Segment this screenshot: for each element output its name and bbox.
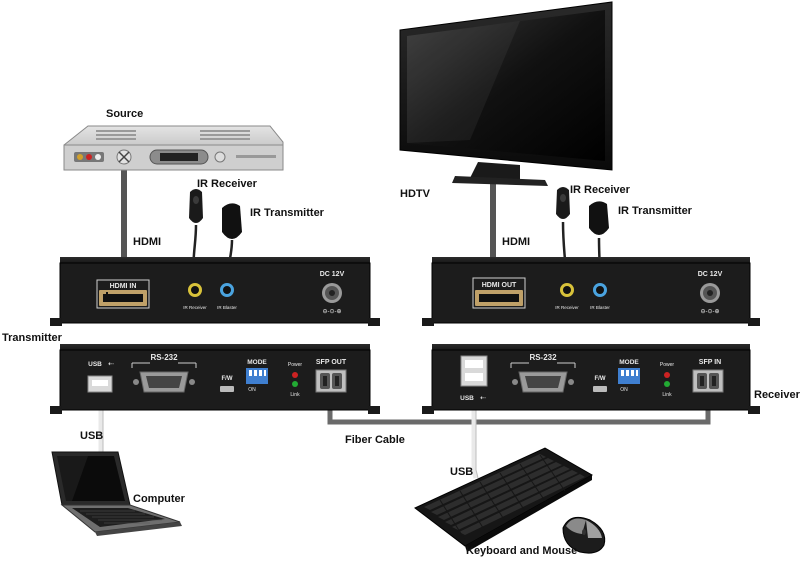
- transmitter-back-panel: USB ⇠ RS-232 F/W MODE ON Power Link SFP …: [50, 344, 380, 414]
- hdmi-label-left: HDMI: [133, 236, 162, 248]
- receiver-usb-ports[interactable]: [460, 355, 488, 387]
- transmitter-label: Transmitter: [2, 332, 62, 344]
- receiver-rs232-port[interactable]: [512, 371, 574, 393]
- transmitter-mode-label: MODE: [247, 359, 267, 366]
- hdmi-label-right: HDMI: [502, 236, 531, 248]
- receiver-fw-port[interactable]: [593, 386, 607, 392]
- transmitter-ir-blaster-label: IR Blaster: [217, 305, 237, 310]
- receiver-sfp-in-port[interactable]: [692, 369, 724, 393]
- ir-transmitter-device-right: [589, 201, 609, 235]
- receiver-dip-on-label: ON: [620, 387, 628, 393]
- transmitter-link-led: [292, 381, 298, 387]
- ir-receiver-label-left: IR Receiver: [197, 178, 257, 190]
- receiver-dc-label: DC 12V: [698, 271, 723, 278]
- transmitter-hdmi-in-port[interactable]: [96, 279, 150, 309]
- transmitter-usb-port[interactable]: [87, 375, 113, 393]
- receiver-hdmi-out-port[interactable]: [472, 277, 526, 309]
- source-label: Source: [106, 108, 144, 120]
- polarity-icon: ⊖-⊙-⊕: [700, 309, 719, 315]
- receiver-power-led: [664, 372, 670, 378]
- receiver-sfp-in-label: SFP IN: [699, 359, 721, 366]
- usb-label-left: USB: [80, 430, 104, 442]
- transmitter-rs232-port[interactable]: [133, 371, 195, 393]
- receiver-ir-blaster-jack[interactable]: [593, 283, 607, 297]
- receiver-ir-receiver-label: IR Receiver: [555, 305, 579, 310]
- computer-device: [51, 451, 182, 536]
- ir-receiver-label-right: IR Receiver: [570, 184, 630, 196]
- transmitter-power-label: Power: [288, 362, 303, 368]
- receiver-hdmi-out-label: HDMI OUT: [482, 282, 517, 289]
- fiber-cable-label: Fiber Cable: [345, 434, 405, 446]
- hdmi-cable-hdtv: [490, 180, 496, 262]
- ir-transmitter-label-right: IR Transmitter: [618, 205, 692, 217]
- transmitter-ir-receiver-jack[interactable]: [188, 283, 202, 297]
- hdtv-label: HDTV: [400, 188, 430, 200]
- receiver-fw-label: F/W: [595, 376, 606, 382]
- receiver-front-panel: HDMI OUT IR Receiver IR Blaster DC 12V ⊖…: [422, 257, 760, 326]
- receiver-mode-dip-switch[interactable]: [618, 368, 640, 384]
- transmitter-rs232-label: RS-232: [150, 353, 178, 362]
- transmitter-dc-jack[interactable]: [322, 283, 342, 303]
- receiver-rs232-label: RS-232: [529, 353, 557, 362]
- receiver-back-panel: USB ⇠ RS-232 F/W MODE ON Power Link SFP …: [422, 344, 760, 414]
- usb-icon: ⇠: [480, 395, 486, 402]
- transmitter-ir-blaster-jack[interactable]: [220, 283, 234, 297]
- ir-receiver-device-left: [189, 189, 203, 223]
- transmitter-fw-port[interactable]: [220, 386, 234, 392]
- transmitter-mode-dip-switch[interactable]: [246, 368, 268, 384]
- keyboard-device: [414, 447, 594, 552]
- transmitter-usb-label: USB: [88, 361, 102, 368]
- transmitter-dc-label: DC 12V: [320, 271, 345, 278]
- receiver-ir-blaster-label: IR Blaster: [590, 305, 610, 310]
- ir-receiver-device-right: [556, 187, 570, 219]
- receiver-ir-receiver-jack[interactable]: [560, 283, 574, 297]
- transmitter-hdmi-in-label: HDMI IN: [110, 283, 137, 290]
- receiver-link-label: Link: [662, 392, 672, 398]
- transmitter-link-label: Link: [290, 392, 300, 398]
- receiver-mode-label: MODE: [619, 359, 639, 366]
- source-device: [63, 125, 284, 171]
- usb-icon: ⇠: [108, 361, 114, 368]
- receiver-label: Receiver: [754, 389, 800, 401]
- computer-label: Computer: [133, 493, 185, 505]
- receiver-power-label: Power: [660, 362, 675, 368]
- transmitter-power-led: [292, 372, 298, 378]
- receiver-usb-label: USB: [460, 395, 474, 402]
- transmitter-sfp-out-label: SFP OUT: [316, 359, 347, 366]
- ir-transmitter-device-left: [222, 203, 242, 239]
- keyboard-mouse-label: Keyboard and Mouse: [466, 545, 578, 557]
- usb-label-right: USB: [450, 466, 474, 478]
- receiver-dc-jack[interactable]: [700, 283, 720, 303]
- hdmi-cable-source: [121, 170, 127, 262]
- mouse-device: [562, 516, 606, 554]
- usb-cable-keyboard: [471, 388, 479, 479]
- transmitter-front-panel: HDMI IN IR Receiver IR Blaster DC 12V ⊖-…: [50, 257, 380, 326]
- transmitter-dip-on-label: ON: [248, 387, 256, 393]
- transmitter-sfp-out-port[interactable]: [315, 369, 347, 393]
- hdtv-device: [399, 1, 613, 186]
- transmitter-ir-receiver-label: IR Receiver: [183, 305, 207, 310]
- polarity-icon: ⊖-⊙-⊕: [322, 309, 341, 315]
- receiver-link-led: [664, 381, 670, 387]
- transmitter-fw-label: F/W: [222, 376, 233, 382]
- ir-transmitter-label-left: IR Transmitter: [250, 207, 324, 219]
